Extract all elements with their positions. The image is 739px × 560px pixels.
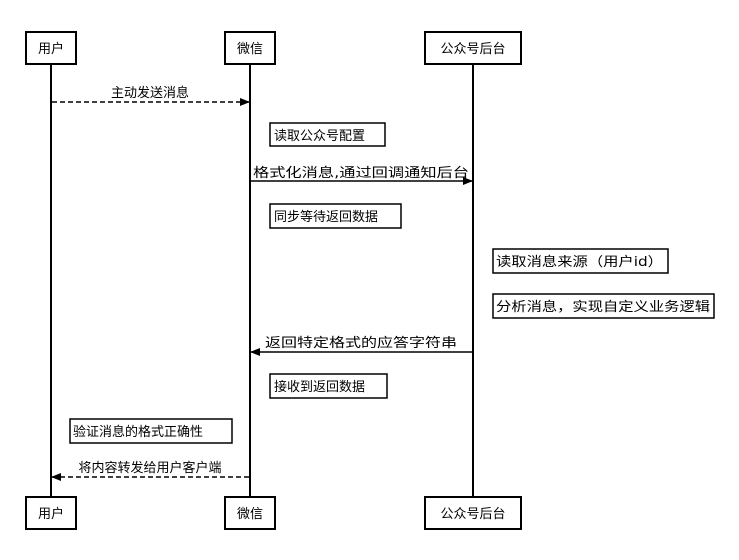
participant-label: 用户 (38, 506, 64, 522)
message-label: 返回特定格式的应答字符串 (265, 335, 457, 351)
note-text: 接收到返回数据 (274, 379, 365, 395)
note-sync-wait: 同步等待返回数据 (269, 203, 402, 229)
message-send: 主动发送消息 (52, 85, 250, 106)
participant-wechat-bottom: 微信 (224, 496, 276, 530)
participant-wechat-top: 微信 (224, 31, 276, 65)
participant-label: 公众号后台 (440, 42, 505, 57)
participant-label: 公众号后台 (440, 507, 505, 522)
participant-backend-top: 公众号后台 (424, 31, 522, 65)
participant-user-bottom: 用户 (25, 496, 77, 530)
note-text: 验证消息的格式正确性 (73, 424, 203, 440)
message-response: 返回特定格式的应答字符串 (250, 335, 472, 356)
note-read-source: 读取消息来源（用户id） (492, 248, 669, 274)
message-label: 将内容转发给用户客户端 (78, 460, 221, 476)
note-text: 同步等待返回数据 (274, 209, 378, 225)
note-business-logic: 分析消息，实现自定义业务逻辑 (492, 293, 715, 319)
note-read-config: 读取公众号配置 (269, 122, 386, 147)
participant-label: 用户 (38, 41, 64, 57)
note-received-data: 接收到返回数据 (269, 373, 388, 399)
message-forward: 将内容转发给用户客户端 (51, 460, 249, 481)
message-callback: 格式化消息,通过回调通知后台 (251, 165, 473, 185)
note-text: 读取消息来源（用户id） (496, 254, 663, 270)
note-text: 分析消息，实现自定义业务逻辑 (496, 299, 710, 315)
participant-user-top: 用户 (25, 31, 77, 65)
message-label: 主动发送消息 (111, 85, 189, 101)
participant-label: 微信 (237, 42, 263, 57)
message-label: 格式化消息,通过回调通知后台 (253, 165, 469, 181)
note-text: 读取公众号配置 (274, 129, 365, 144)
participant-label: 微信 (237, 507, 263, 522)
participant-backend-bottom: 公众号后台 (424, 496, 522, 530)
note-validate-format: 验证消息的格式正确性 (69, 418, 233, 444)
